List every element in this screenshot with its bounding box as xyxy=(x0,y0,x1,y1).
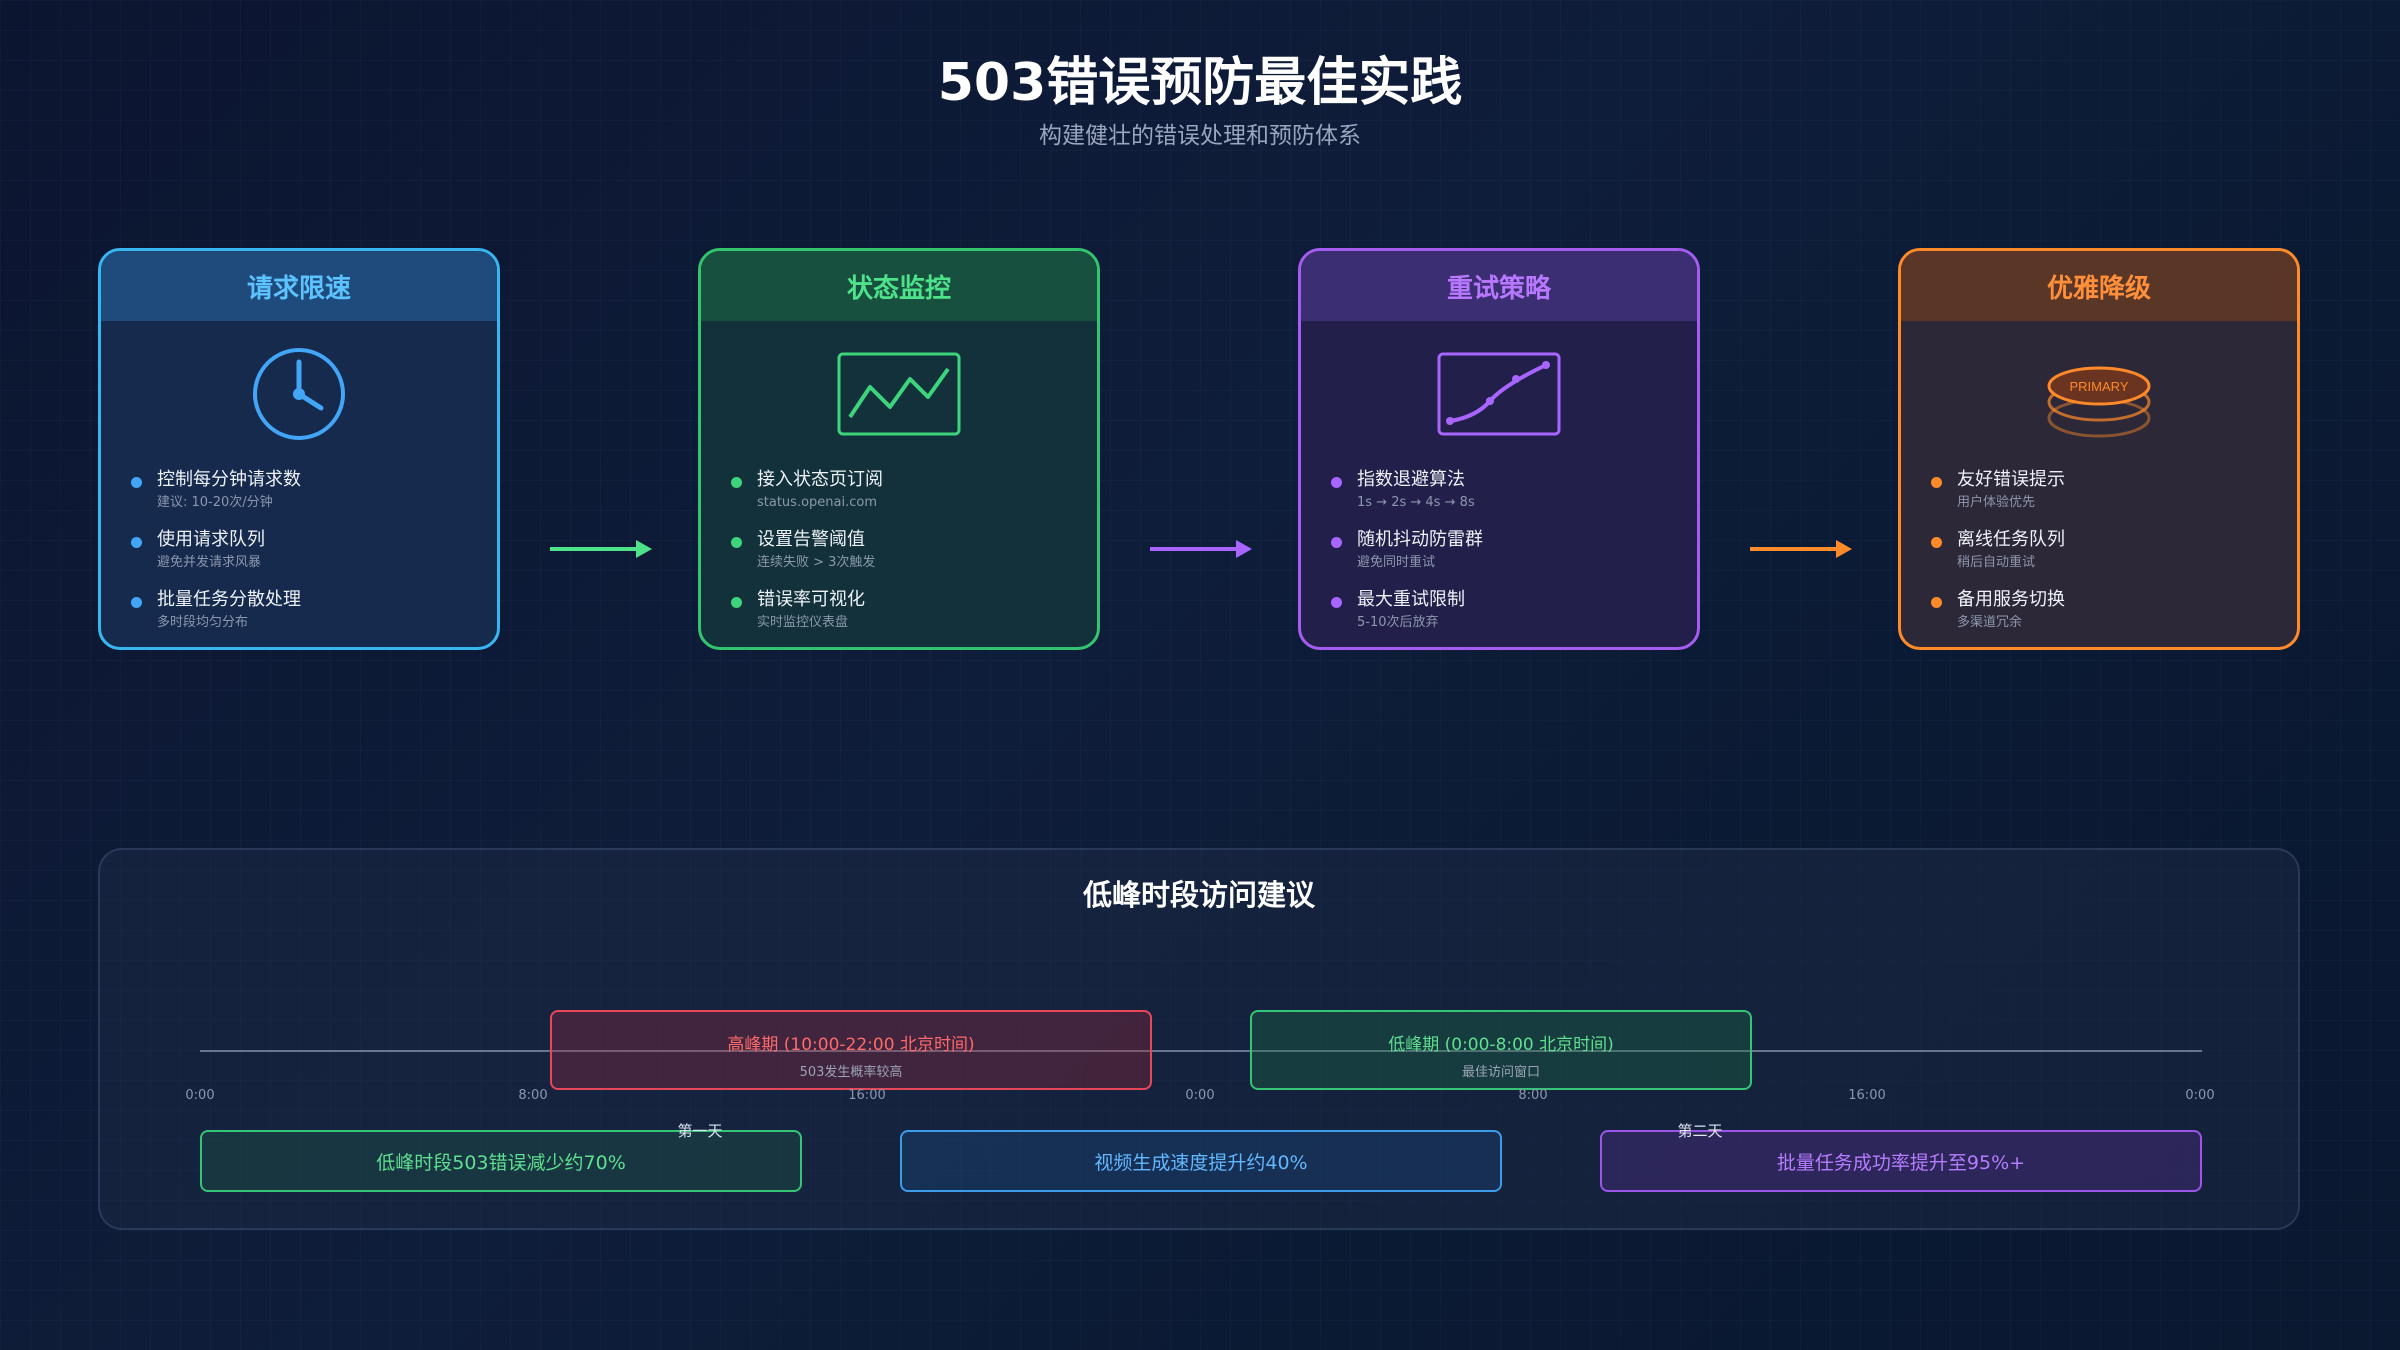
arrow-right-icon xyxy=(1750,540,1852,558)
card-title: 状态监控 xyxy=(701,251,1097,321)
list-item: 控制每分钟请求数建议: 10-20次/分钟 xyxy=(131,467,497,527)
panel-title: 低峰时段访问建议 xyxy=(1082,878,1315,912)
page-title: 503错误预防最佳实践 xyxy=(937,53,1463,113)
result-box: 批量任务成功率提升至95%+ xyxy=(1600,1130,2202,1192)
list-item: 使用请求队列避免并发请求风暴 xyxy=(131,527,497,587)
off-peak-panel: 低峰时段访问建议 高峰期 (10:00-22:00 北京时间) 503发生概率较… xyxy=(98,848,2300,1230)
result-box: 视频生成速度提升约40% xyxy=(900,1130,1502,1192)
tick-label: 0:00 xyxy=(2185,1088,2215,1103)
card-graceful-degradation: 优雅降级 PRIMARY 友好错误提示用户体验优先 离线任务队列稍后自动重试 备… xyxy=(1898,248,2300,650)
list-item: 随机抖动防雷群避免同时重试 xyxy=(1331,527,1697,587)
arrow-right-icon xyxy=(1150,540,1252,558)
peak-label: 高峰期 (10:00-22:00 北京时间) xyxy=(727,1035,975,1055)
list-item: 备用服务切换多渠道冗余 xyxy=(1931,587,2297,647)
list-item: 离线任务队列稍后自动重试 xyxy=(1931,527,2297,587)
tick-label: 8:00 xyxy=(1518,1088,1548,1103)
list-item: 错误率可视化实时监控仪表盘 xyxy=(731,587,1097,647)
day-label: 第一天 xyxy=(677,1122,723,1140)
list-item: 批量任务分散处理多时段均匀分布 xyxy=(131,587,497,647)
list-item: 设置告警阈值连续失败 > 3次触发 xyxy=(731,527,1097,587)
list-item: 友好错误提示用户体验优先 xyxy=(1931,467,2297,527)
page-subtitle: 构建健壮的错误处理和预防体系 xyxy=(1039,123,1361,149)
tick-label: 16:00 xyxy=(848,1088,886,1103)
tick-label: 0:00 xyxy=(185,1088,215,1103)
line-chart-icon xyxy=(837,352,961,436)
tick-label: 8:00 xyxy=(518,1088,548,1103)
peak-note: 503发生概率较高 xyxy=(799,1065,903,1080)
result-box: 低峰时段503错误减少约70% xyxy=(200,1130,802,1192)
card-title: 请求限速 xyxy=(101,251,497,321)
primary-label: PRIMARY xyxy=(2070,379,2129,394)
low-label: 低峰期 (0:00-8:00 北京时间) xyxy=(1388,1035,1614,1055)
day-label: 第二天 xyxy=(1677,1122,1723,1140)
backoff-curve-icon xyxy=(1437,352,1561,436)
low-period-box: 低峰期 (0:00-8:00 北京时间) 最佳访问窗口 xyxy=(1250,1010,1752,1090)
database-stack-icon: PRIMARY xyxy=(2047,366,2151,438)
card-title: 重试策略 xyxy=(1301,251,1697,321)
tick-label: 16:00 xyxy=(1848,1088,1886,1103)
peak-period-box: 高峰期 (10:00-22:00 北京时间) 503发生概率较高 xyxy=(550,1010,1152,1090)
card-rate-limit: 请求限速 控制每分钟请求数建议: 10-20次/分钟 使用请求队列避免并发请求风… xyxy=(98,248,500,650)
tick-label: 0:00 xyxy=(1185,1088,1215,1103)
timeline-axis xyxy=(200,1050,2202,1052)
clock-icon xyxy=(253,348,345,440)
arrow-right-icon xyxy=(550,540,652,558)
low-note: 最佳访问窗口 xyxy=(1461,1065,1540,1080)
card-title: 优雅降级 xyxy=(1901,251,2297,321)
